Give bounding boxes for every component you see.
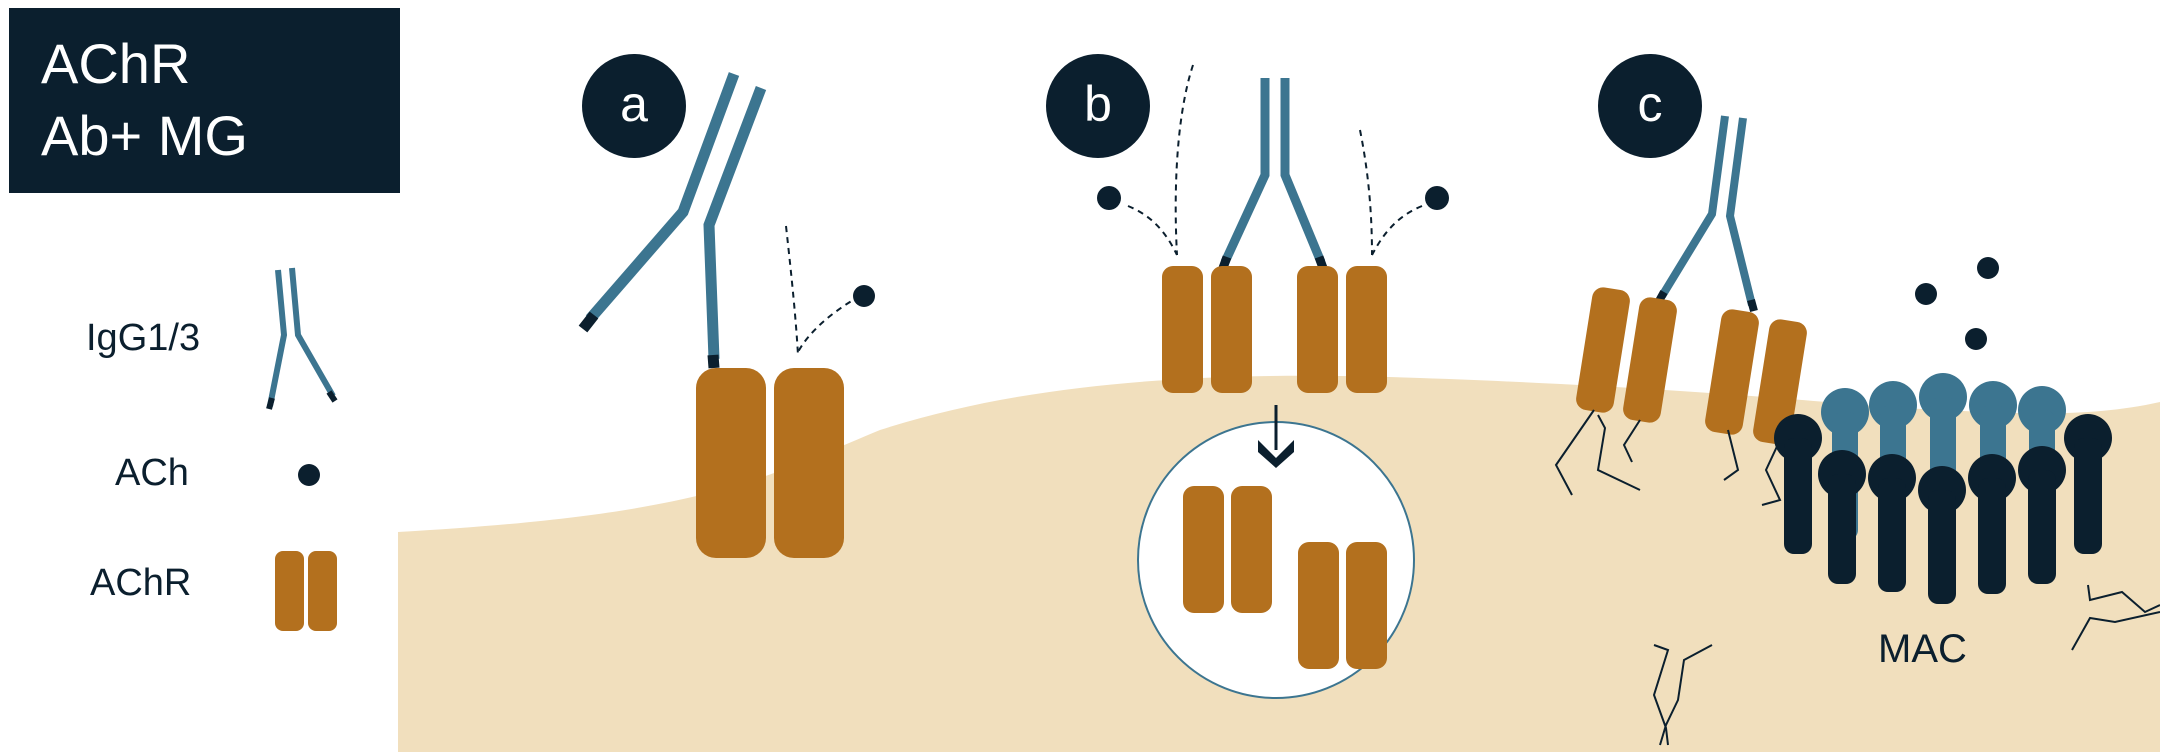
panel-b-achr-surface bbox=[1162, 266, 1387, 393]
panel-a-ach bbox=[853, 285, 875, 307]
panel-a-ach-path bbox=[785, 225, 799, 356]
panel-c-ach-3 bbox=[1965, 328, 1987, 350]
legend-label-ach: ACh bbox=[115, 452, 189, 494]
mac-front-row bbox=[1774, 414, 2112, 604]
panel-c-antibody bbox=[1655, 115, 1758, 313]
panel-b-ach-right bbox=[1425, 186, 1449, 210]
title-box: AChR Ab+ MG bbox=[9, 8, 400, 193]
legend-label-igg: IgG1/3 bbox=[86, 317, 201, 359]
membrane-fragments bbox=[1554, 409, 2160, 746]
panel-a-badge: a bbox=[582, 54, 686, 158]
panel-a-antibody bbox=[578, 72, 767, 369]
panel-c-ach-1 bbox=[1977, 257, 1999, 279]
internalization-arrow bbox=[1258, 405, 1294, 468]
panel-a-ach-path-2 bbox=[797, 295, 861, 353]
panel-b-antibody bbox=[1218, 78, 1328, 270]
panel-a-achr bbox=[696, 368, 844, 558]
panel-b-badge: b bbox=[1046, 54, 1150, 158]
panel-b-ach-path-1 bbox=[1174, 64, 1194, 256]
panel-c-badge: c bbox=[1598, 54, 1702, 158]
legend-label-achr: AChR bbox=[90, 562, 192, 604]
panel-b-achr-internalized bbox=[1183, 486, 1387, 669]
panel-b-ach-path-3 bbox=[1359, 129, 1373, 256]
legend-achr-icon bbox=[275, 551, 337, 631]
panel-c-achr-damaged bbox=[1576, 287, 1807, 445]
title-line-1: AChR bbox=[41, 32, 191, 95]
title-line-2: Ab+ MG bbox=[41, 104, 248, 167]
panel-b-ach-path-4 bbox=[1371, 205, 1423, 256]
panel-b-ach-left bbox=[1097, 186, 1121, 210]
legend-ach-icon bbox=[298, 464, 320, 486]
panel-b-ach-path-2 bbox=[1127, 205, 1178, 256]
panel-c-ach-2 bbox=[1915, 283, 1937, 305]
legend-igg-icon bbox=[266, 267, 338, 410]
mac-complex bbox=[1774, 373, 2112, 604]
mac-label: MAC bbox=[1878, 627, 1967, 671]
